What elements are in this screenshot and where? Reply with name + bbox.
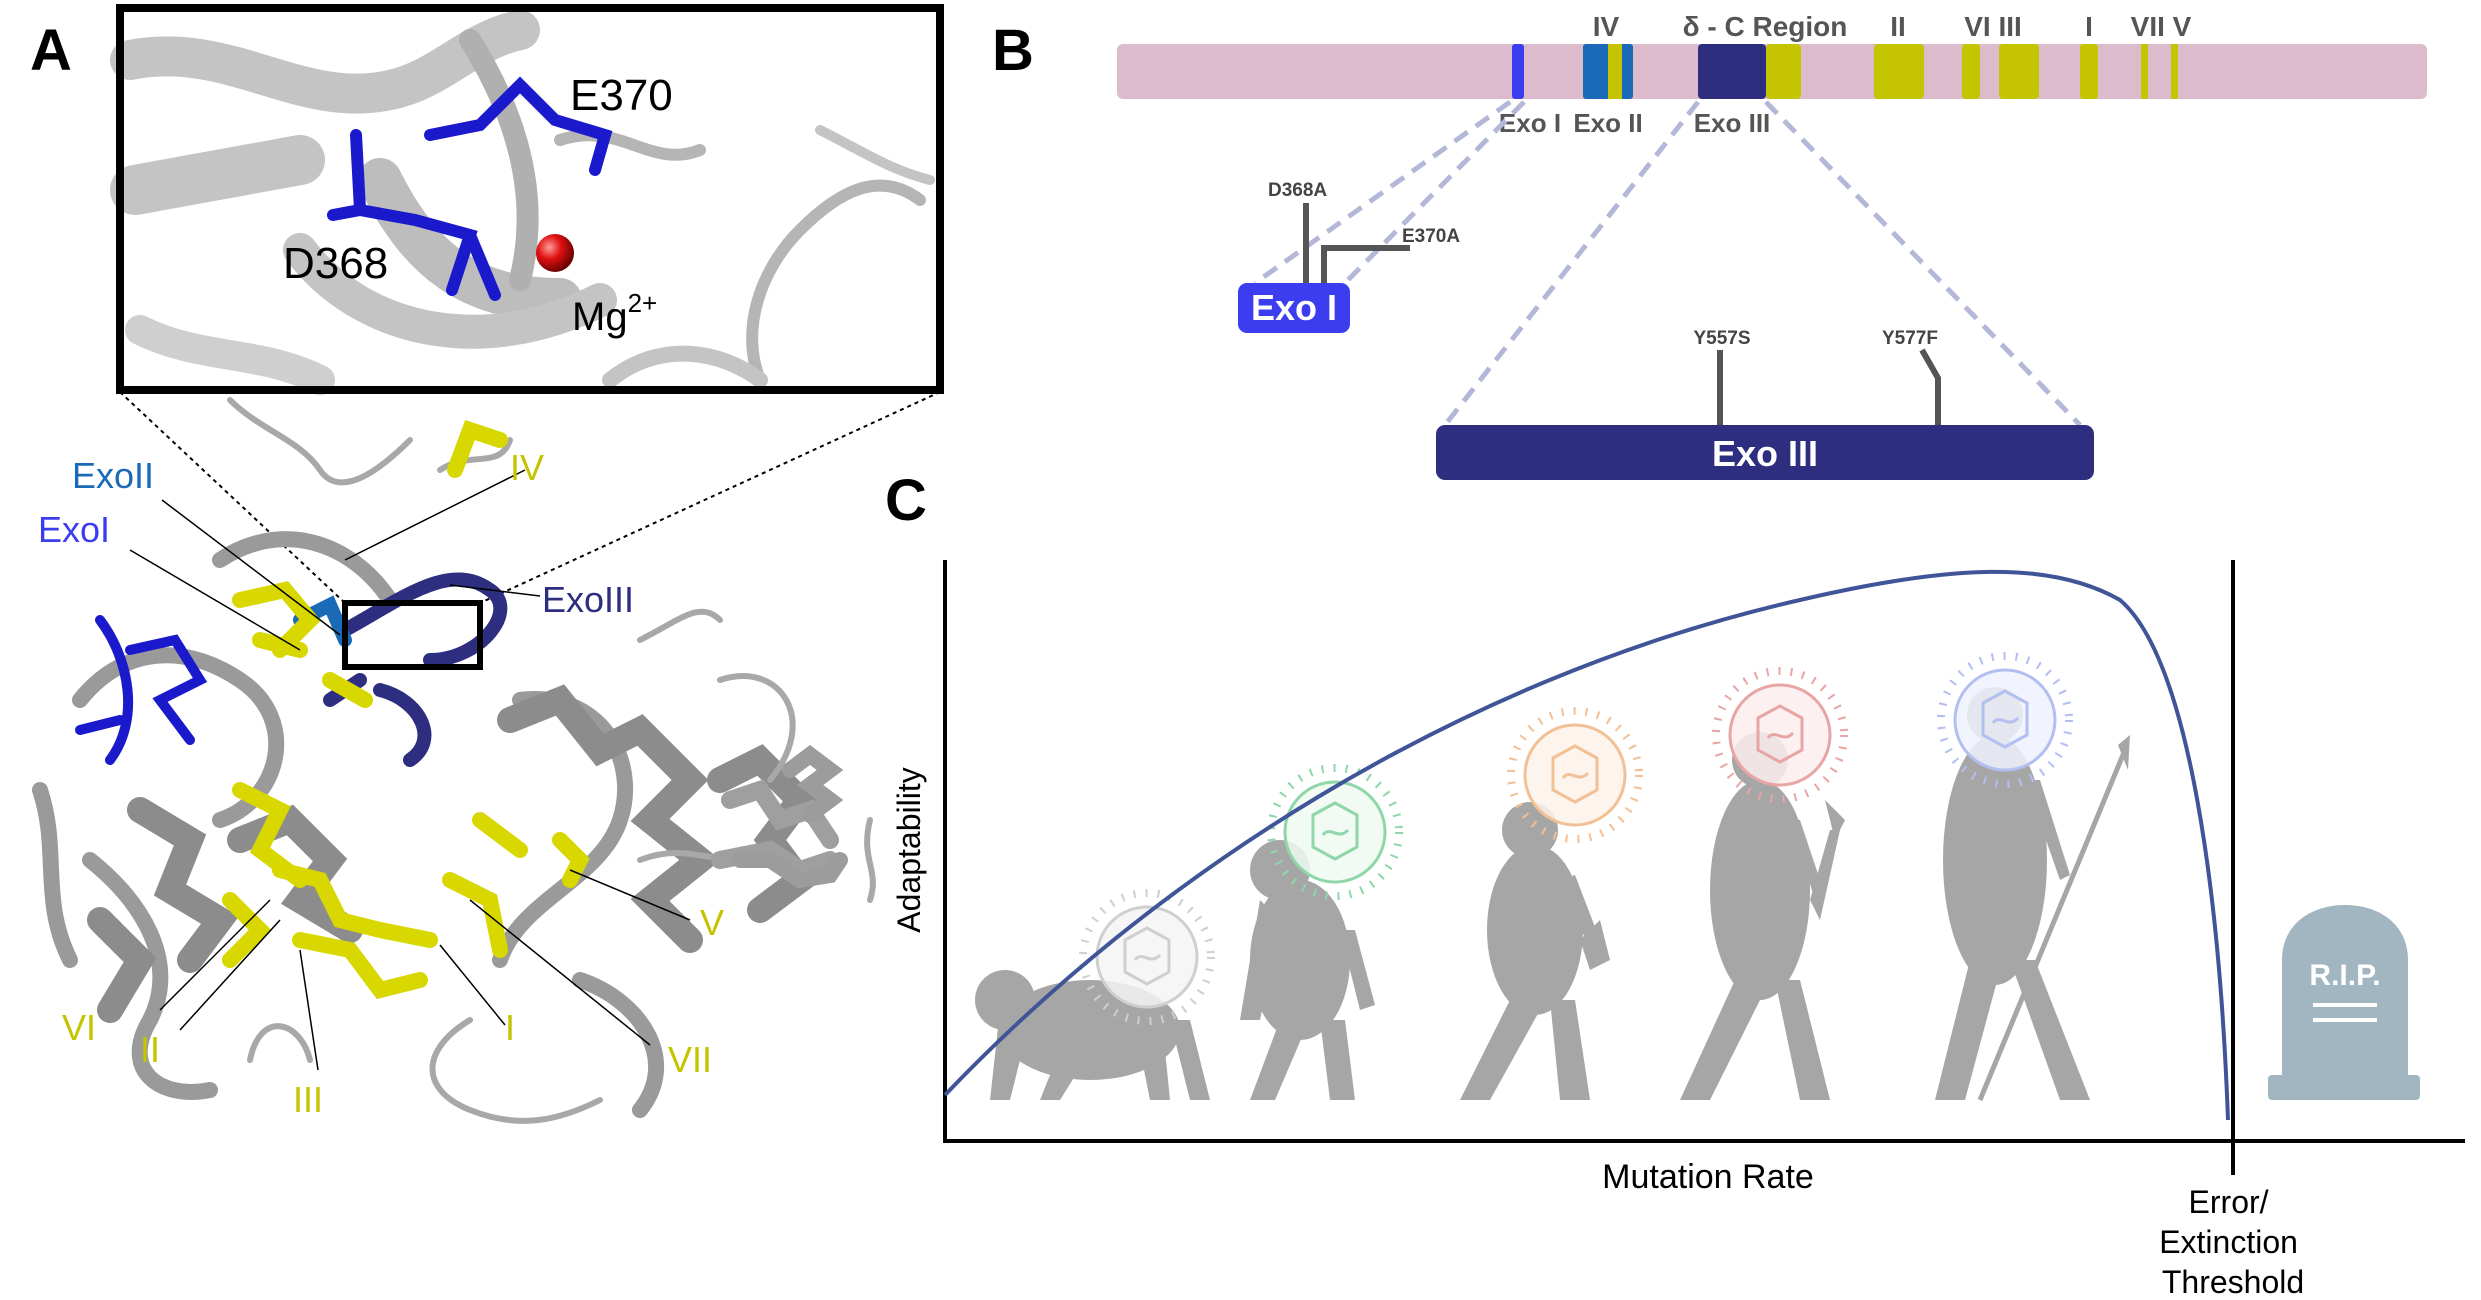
domain-bar-bottom-labels: Exo I Exo II Exo III <box>1499 108 1770 138</box>
iv-block <box>1608 44 1622 99</box>
top-label-i: I <box>2085 11 2093 42</box>
threshold-label: Error/ Extinction Threshold <box>2159 1184 2307 1300</box>
virus-icon-orange <box>1507 707 1643 843</box>
top-label-delta-c: δ - C Region <box>1683 11 1848 42</box>
virus-icon-red <box>1712 667 1848 803</box>
ii-block <box>1874 44 1924 99</box>
iii-block <box>1999 44 2039 99</box>
chart-axes <box>943 560 2465 1175</box>
y-axis-label: Adaptability <box>891 767 927 932</box>
structure-labels: ExoII ExoI ExoIII IV V VI II III I VII <box>38 447 724 1120</box>
mutation-y557s: Y557S <box>1693 328 1750 349</box>
x-axis-label: Mutation Rate <box>1602 1158 1814 1196</box>
i-block <box>2080 44 2098 99</box>
panel-a-letter: A <box>30 18 72 83</box>
top-label-vii-v: VII V <box>2131 11 2192 42</box>
label-ii: II <box>140 1029 160 1070</box>
vi-block <box>1962 44 1980 99</box>
silhouette-hominid-torch <box>1680 732 1845 1100</box>
exo3-box <box>1436 425 2094 480</box>
mutation-d368a: D368A <box>1268 180 1327 201</box>
bottom-label-exo3: Exo III <box>1694 108 1771 138</box>
domain-bar-top-labels: IV δ - C Region II VI III I VII V <box>1593 11 2192 42</box>
panel-b-letter: B <box>992 18 1034 83</box>
exo3-zoom: Y557S Y577F Exo III <box>1436 328 2094 480</box>
exo3-box-label: Exo III <box>1712 433 1818 474</box>
label-exo1: ExoI <box>38 509 110 550</box>
exo1-zoom: D368A E370A Exo I <box>1238 180 1460 333</box>
panel-c-letter: C <box>885 468 927 533</box>
adaptability-curve <box>943 569 2230 1121</box>
top-label-vi-iii: VI III <box>1964 11 2022 42</box>
expansion-dashes <box>1253 99 2082 427</box>
top-label-ii: II <box>1890 11 1906 42</box>
virus-icons <box>1079 652 2073 1025</box>
domain-bar <box>1117 44 2427 99</box>
silhouette-early-hominid <box>1240 840 1375 1100</box>
label-vi: VI <box>62 1007 96 1048</box>
inset-label-d368: D368 <box>283 239 388 288</box>
silhouette-hominid-stone <box>1460 802 1610 1100</box>
label-iv: IV <box>510 447 544 488</box>
structure-leader-lines <box>129 469 691 1071</box>
exo3-block <box>1698 44 1766 99</box>
inset-label-mg: Mg2+ <box>572 288 657 339</box>
inset-residue-sticks <box>327 76 613 301</box>
evolution-silhouettes <box>975 687 2130 1101</box>
zoom-connectors <box>119 391 941 604</box>
mutation-y577f: Y577F <box>1882 328 1938 349</box>
silhouette-human-spear <box>1935 687 2090 1100</box>
inset-label-e370: E370 <box>570 71 673 120</box>
label-i: I <box>505 1007 515 1048</box>
vii-block <box>2141 44 2148 99</box>
label-v: V <box>700 902 724 943</box>
inset-region-box <box>342 600 483 670</box>
exo1-box-label: Exo I <box>1251 287 1337 328</box>
delta-c-block <box>1766 44 1801 99</box>
spear <box>1977 749 2128 1101</box>
top-label-iv: IV <box>1593 11 1620 42</box>
label-iii: III <box>293 1079 323 1120</box>
inset-ribbon-background <box>110 10 935 395</box>
label-vii: VII <box>668 1039 712 1080</box>
label-exo3: ExoIII <box>542 579 634 620</box>
virus-icon-blue <box>1937 652 2073 788</box>
bottom-label-exo2: Exo II <box>1573 108 1642 138</box>
tombstone-icon: R.I.P. <box>2268 905 2420 1100</box>
bottom-label-exo1: Exo I <box>1499 108 1561 138</box>
exo1-box <box>1238 283 1350 333</box>
label-exo2: ExoII <box>72 455 154 496</box>
active-site-inset: E370 D368 Mg2+ <box>110 4 944 395</box>
tombstone-label: R.I.P. <box>2309 959 2380 992</box>
protein-structure <box>32 397 876 1124</box>
v-block <box>2171 44 2178 99</box>
mg-ion <box>536 234 574 272</box>
mutation-e370a: E370A <box>1402 226 1460 247</box>
virus-icon-green <box>1267 764 1403 900</box>
exo1-block <box>1512 44 1524 99</box>
